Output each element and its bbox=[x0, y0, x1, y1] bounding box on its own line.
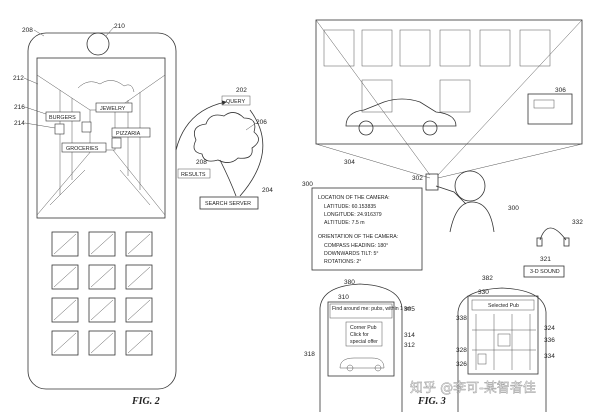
tag-marker-a bbox=[81, 121, 92, 133]
ref-305: 305 bbox=[404, 306, 415, 313]
ref-304: 304 bbox=[344, 159, 355, 166]
keypad-key[interactable] bbox=[125, 231, 153, 257]
right-phone-screen bbox=[467, 295, 539, 375]
ref-380: 380 bbox=[344, 279, 355, 286]
ref-321: 321 bbox=[540, 256, 551, 263]
ref-212: 212 bbox=[13, 75, 24, 82]
ref-312: 312 bbox=[404, 342, 415, 349]
keypad-key[interactable] bbox=[88, 231, 116, 257]
info-location-title: LOCATION OF THE CAMERA: bbox=[318, 195, 390, 201]
tag-marker-c bbox=[54, 123, 65, 135]
tag-marker-b bbox=[111, 137, 122, 149]
info-orientation-title: ORIENTATION OF THE CAMERA: bbox=[318, 234, 398, 240]
ref-338: 338 bbox=[456, 315, 467, 322]
keypad-key[interactable] bbox=[88, 330, 116, 356]
ref-206: 206 bbox=[256, 119, 267, 126]
fig3-caption: FIG. 3 bbox=[417, 396, 446, 407]
ref-334: 334 bbox=[544, 353, 555, 360]
keypad-key[interactable] bbox=[88, 297, 116, 323]
sound-label: 3-D SOUND bbox=[530, 269, 560, 275]
results-label: RESULTS bbox=[181, 172, 206, 178]
keypad-key[interactable] bbox=[125, 330, 153, 356]
info-tilt: DOWNWARDS TILT: 5° bbox=[324, 251, 378, 257]
view-cone bbox=[315, 19, 583, 179]
keypad-key[interactable] bbox=[51, 264, 79, 290]
ref-208: 208 bbox=[22, 27, 33, 34]
callout-line-3: special offer bbox=[350, 339, 378, 345]
search-server-box bbox=[199, 196, 259, 210]
ref-318: 318 bbox=[304, 351, 315, 358]
ref-214: 214 bbox=[14, 120, 25, 127]
tag-groceries: GROCERIES bbox=[66, 146, 99, 152]
ref-382: 382 bbox=[482, 275, 493, 282]
left-phone-screen bbox=[327, 301, 395, 377]
info-compass: COMPASS HEADING: 180° bbox=[324, 243, 388, 249]
keypad-key[interactable] bbox=[125, 264, 153, 290]
ref-336: 336 bbox=[544, 337, 555, 344]
search-query-box[interactable] bbox=[329, 303, 393, 319]
phone-body bbox=[27, 32, 177, 390]
ref-324: 324 bbox=[544, 325, 555, 332]
right-phone-map bbox=[472, 314, 536, 370]
ref-204: 204 bbox=[262, 187, 273, 194]
ref-326: 326 bbox=[456, 361, 467, 368]
phone-screen bbox=[36, 57, 166, 219]
info-altitude: ALTITUDE: 7.5 m bbox=[324, 220, 365, 226]
headphones-icon bbox=[539, 227, 567, 241]
building-facade bbox=[315, 19, 583, 145]
keypad-key[interactable] bbox=[125, 297, 153, 323]
person-figure bbox=[435, 170, 495, 233]
network-flow: 206 QUERY 202 RESULTS 208 SEARCH SERVER … bbox=[175, 87, 273, 210]
search-server-label: SEARCH SERVER bbox=[205, 201, 251, 207]
tag-jewelry: JEWELRY bbox=[100, 106, 126, 112]
tag-pizzaria: PIZZARIA bbox=[116, 131, 141, 137]
callout-line-2: Click for bbox=[350, 332, 369, 338]
ref-208b: 208 bbox=[196, 159, 207, 166]
watermark-text: 知乎 @李可-某智者佳 bbox=[410, 380, 536, 396]
fig3-scene: 306 304 302 300 300 LOCATION OF THE CAME… bbox=[302, 19, 583, 412]
ref-332: 332 bbox=[572, 219, 583, 226]
keypad-key[interactable] bbox=[88, 264, 116, 290]
fig2-caption: FIG. 2 bbox=[131, 396, 160, 407]
info-longitude: LONGITUDE: 24.916379 bbox=[324, 212, 382, 218]
ref-216: 216 bbox=[14, 104, 25, 111]
keypad-key[interactable] bbox=[51, 297, 79, 323]
info-latitude: LATITUDE: 60.153835 bbox=[324, 204, 376, 210]
keypad-key[interactable] bbox=[51, 231, 79, 257]
pub-sign bbox=[527, 93, 573, 125]
ref-306: 306 bbox=[555, 87, 566, 94]
tag-burgers: BURGERS bbox=[49, 115, 76, 121]
ref-300: 300 bbox=[508, 205, 519, 212]
query-label: QUERY bbox=[226, 99, 245, 105]
ref-210: 210 bbox=[114, 23, 125, 30]
right-phone bbox=[457, 287, 547, 412]
callout-line-1: Corner Pub bbox=[350, 325, 377, 331]
ref-328: 328 bbox=[456, 347, 467, 354]
keypad-key[interactable] bbox=[51, 330, 79, 356]
left-phone-query: Find around me: pubs, within 1 km bbox=[332, 306, 411, 312]
camera-lens-icon bbox=[86, 32, 110, 56]
camera-info-box bbox=[311, 187, 423, 271]
ref-310: 310 bbox=[338, 294, 349, 301]
network-cloud-icon bbox=[193, 112, 259, 163]
keypad bbox=[51, 231, 153, 356]
ref-314: 314 bbox=[404, 332, 415, 339]
store-tags: BURGERS JEWELRY PIZZARIA GROCERIES bbox=[45, 102, 151, 153]
sound-box bbox=[523, 265, 565, 278]
info-rotations: ROTATIONS: 2° bbox=[324, 259, 361, 265]
camera-device-icon bbox=[425, 173, 439, 191]
ref-300b: 300 bbox=[302, 181, 313, 188]
ref-202: 202 bbox=[236, 87, 247, 94]
selected-pub-bar[interactable] bbox=[471, 299, 535, 311]
ref-330: 330 bbox=[478, 289, 489, 296]
fig2-device: BURGERS JEWELRY PIZZARIA GROCERIES bbox=[27, 32, 177, 390]
callout-box[interactable] bbox=[345, 321, 383, 347]
ref-302: 302 bbox=[412, 175, 423, 182]
selected-pub-title: Selected Pub bbox=[488, 303, 519, 309]
left-phone bbox=[319, 283, 403, 412]
